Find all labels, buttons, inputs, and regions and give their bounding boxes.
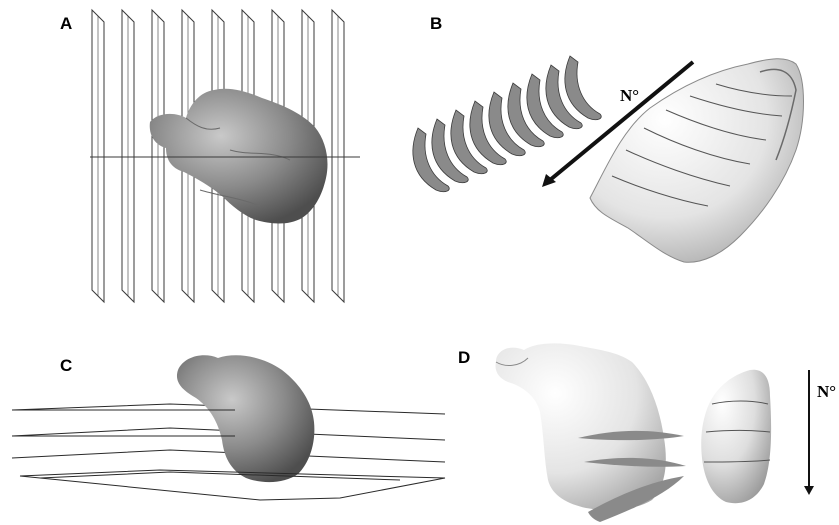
panel-d-direction-arrow [804,370,814,495]
panel-a-organ [150,89,328,224]
panel-b-label: B [430,14,442,34]
panel-b-contour-slices [413,56,601,192]
panel-d-cut-piece [701,370,771,503]
panel-d-label: D [458,348,470,368]
panel-b-arrow-label: N° [620,86,639,106]
panel-a-label: A [60,14,72,34]
panel-b-contour-slice [565,56,601,120]
panel-d-organ [496,343,666,510]
panel-c-organ [177,355,314,482]
panel-c-label: C [60,356,72,376]
panel-d-arrow-label: N° [817,382,836,402]
